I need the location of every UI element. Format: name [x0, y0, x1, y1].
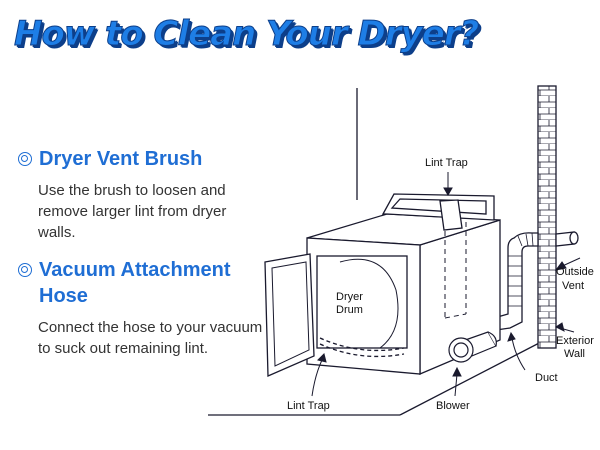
exterior-wall [537, 85, 557, 349]
exterior-wall-label-line2: Wall [564, 348, 585, 360]
section-description: Use the brush to loosen and remove large… [38, 182, 227, 241]
duct [493, 232, 539, 331]
outside-vent-pipe [555, 231, 579, 247]
lint-trap-tab [439, 199, 463, 231]
section-heading-text: Vacuum Attachment Hose [39, 259, 231, 307]
dryer-door [264, 253, 315, 377]
section-dryer-vent-brush: Dryer Vent Brush Use the brush to loosen… [16, 146, 276, 243]
outside-vent-label-line2: Vent [562, 280, 584, 292]
dryer-drum-label-line1: Dryer [336, 291, 363, 303]
lint-trap-channel [444, 222, 467, 319]
page-title: How to Clean Your Dryer? [14, 14, 480, 55]
label-arrows [311, 172, 581, 397]
target-bullet-icon [18, 263, 32, 277]
exterior-wall-label-line1: Exterior [556, 335, 594, 347]
section-vacuum-attachment-hose: Vacuum Attachment Hose Connect the hose … [16, 257, 276, 359]
blower [448, 331, 497, 363]
lint-trap-bottom-label: Lint Trap [287, 400, 330, 412]
target-bullet-icon [18, 152, 32, 166]
duct-label: Duct [535, 372, 558, 384]
dryer-drum-label-line2: Drum [336, 304, 363, 316]
room-walls [208, 88, 546, 416]
section-heading-text: Dryer Vent Brush [39, 148, 203, 170]
diagram-labels: Lint Trap Dryer Drum Outside Vent Exteri… [287, 157, 594, 412]
lint-trap-top-label: Lint Trap [425, 157, 468, 169]
section-description: Connect the hose to your vacuum to suck … [38, 319, 263, 357]
section-heading: Vacuum Attachment Hose [16, 257, 276, 309]
outside-vent-label-line1: Outside [556, 266, 594, 278]
blower-label: Blower [436, 400, 470, 412]
section-heading: Dryer Vent Brush [16, 146, 276, 172]
